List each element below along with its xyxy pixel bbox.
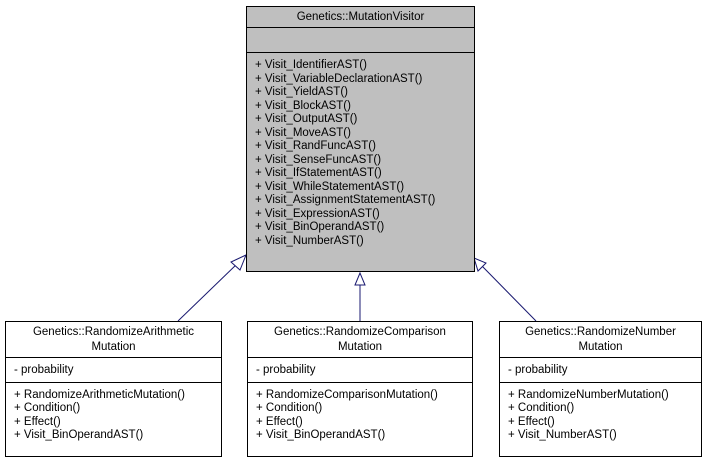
base-class-methods: + Visit_IdentifierAST() + Visit_Variable…: [247, 53, 474, 251]
derived-class-methods: + RandomizeNumberMutation() + Condition(…: [500, 383, 701, 446]
method-line: + Condition(): [14, 402, 81, 414]
derived-class-attributes: - probability: [500, 358, 701, 383]
method-line: + Visit_NumberAST(): [508, 429, 617, 441]
class-name-line: Mutation: [578, 341, 623, 353]
method-line: + Visit_MoveAST(): [255, 126, 351, 139]
class-name-line: Genetics::RandomizeArithmetic: [32, 326, 195, 338]
inheritance-arrowhead-left: [230, 254, 247, 271]
derived-class-title: Genetics::RandomizeArithmetic Mutation: [6, 322, 221, 358]
inheritance-arrowhead-right: [473, 257, 487, 272]
method-line: + Visit_ExpressionAST(): [255, 207, 380, 220]
attribute-line: - probability: [508, 364, 568, 376]
edge-number: [481, 265, 537, 322]
method-line: + Visit_WhileStatementAST(): [255, 180, 405, 193]
derived-class-methods: + RandomizeComparisonMutation() + Condit…: [248, 383, 472, 446]
method-line: + Visit_AssignmentStatementAST(): [255, 194, 436, 206]
method-line: + Effect(): [14, 415, 61, 428]
derived-class-methods: + RandomizeArithmeticMutation() + Condit…: [6, 383, 221, 446]
derived-class-box-number[interactable]: Genetics::RandomizeNumber Mutation - pro…: [499, 321, 702, 457]
method-line: + Condition(): [256, 402, 323, 414]
edge-arithmetic: [177, 262, 239, 322]
class-name-line: Genetics::RandomizeComparison: [274, 326, 446, 338]
derived-class-title: Genetics::RandomizeNumber Mutation: [500, 322, 701, 358]
base-class-title: Genetics::MutationVisitor: [247, 7, 474, 28]
method-line: + Visit_OutputAST(): [255, 113, 358, 125]
class-name-line: Genetics::RandomizeNumber: [525, 326, 676, 338]
method-line: + RandomizeArithmeticMutation(): [14, 388, 185, 401]
method-line: + Effect(): [508, 415, 555, 428]
method-line: + Visit_BinOperandAST(): [14, 429, 144, 441]
method-line: + Effect(): [256, 415, 303, 428]
method-line: + Visit_RandFuncAST(): [255, 140, 376, 152]
method-line: + Visit_NumberAST(): [255, 234, 364, 247]
class-name-line: Mutation: [91, 341, 136, 353]
method-line: + Visit_IdentifierAST(): [255, 59, 367, 71]
method-line: + Visit_YieldAST(): [255, 86, 348, 98]
method-line: + Condition(): [508, 402, 575, 414]
derived-class-title: Genetics::RandomizeComparison Mutation: [248, 322, 472, 358]
method-line: + Visit_IfStatementAST(): [255, 167, 382, 179]
derived-class-attributes: - probability: [6, 358, 221, 383]
derived-class-box-comparison[interactable]: Genetics::RandomizeComparison Mutation -…: [247, 321, 473, 457]
method-line: + RandomizeNumberMutation(): [508, 388, 669, 401]
attribute-line: - probability: [14, 364, 74, 376]
base-class-box[interactable]: Genetics::MutationVisitor + Visit_Identi…: [246, 6, 475, 272]
method-line: + Visit_BlockAST(): [255, 99, 351, 112]
method-line: + Visit_BinOperandAST(): [256, 429, 386, 441]
class-name-line: Mutation: [337, 341, 383, 353]
attribute-line: - probability: [256, 364, 316, 376]
derived-class-box-arithmetic[interactable]: Genetics::RandomizeArithmetic Mutation -…: [5, 321, 222, 457]
method-line: + Visit_VariableDeclarationAST(): [255, 72, 423, 85]
derived-class-attributes: - probability: [248, 358, 472, 383]
inheritance-arrowhead-middle: [354, 271, 366, 286]
method-line: + Visit_BinOperandAST(): [255, 221, 385, 233]
method-line: + RandomizeComparisonMutation(): [256, 388, 438, 401]
base-class-attributes: [247, 28, 474, 53]
method-line: + Visit_SenseFuncAST(): [255, 153, 382, 166]
